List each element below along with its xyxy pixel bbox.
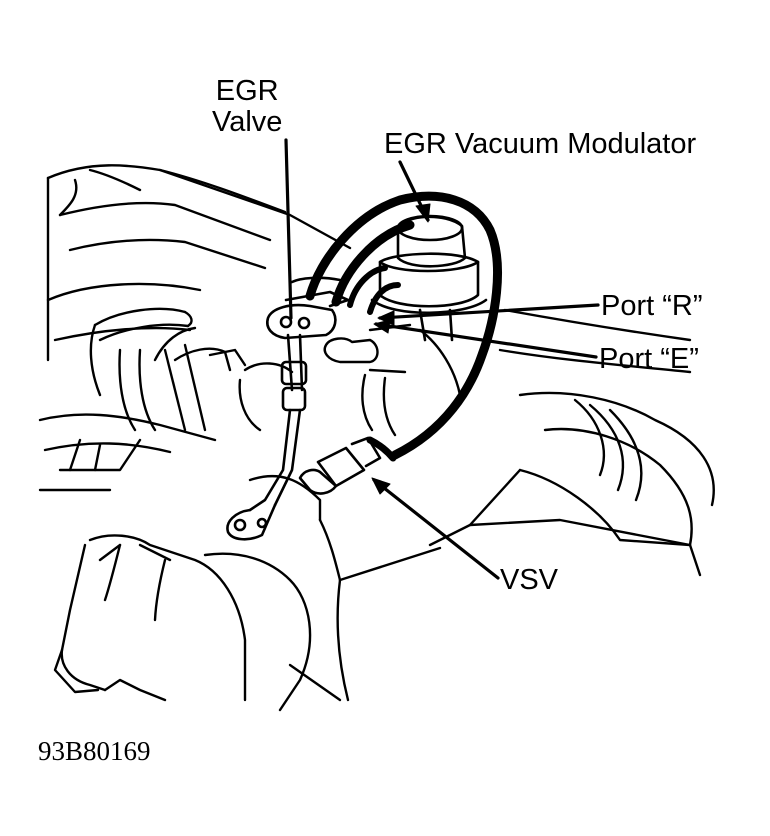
hose-inner [347,265,401,315]
leader-vsv [372,478,500,580]
middle-pipes [238,323,462,437]
label-egr-valve-line2: Valve [212,106,283,139]
label-egr-valve: EGR Valve [212,75,283,139]
vacuum-tubes-left [89,307,247,432]
throttle-body-outline [53,474,342,712]
egr-valve-rod [226,333,308,541]
air-duct-outline [288,308,715,702]
vsv-solenoid [298,436,397,495]
figure-id: 93B80169 [38,736,151,766]
leader-port-e [374,322,598,359]
egr-valve-flange [266,276,350,340]
engine-block-outline [38,164,352,492]
label-egr-valve-line1: EGR [215,75,279,107]
egr-vacuum-modulator [370,214,488,342]
label-egr-vacuum-modulator: EGR Vacuum Modulator [384,128,697,160]
hose-modulator-loop [305,191,502,460]
label-port-r: Port “R” [601,290,703,322]
label-vsv: VSV [500,564,559,596]
leader-port-r [378,303,600,320]
label-port-e: Port “E” [599,343,699,375]
leader-lines [284,138,600,580]
leader-arrowheads [371,203,431,495]
leader-egr-valve [284,138,293,320]
